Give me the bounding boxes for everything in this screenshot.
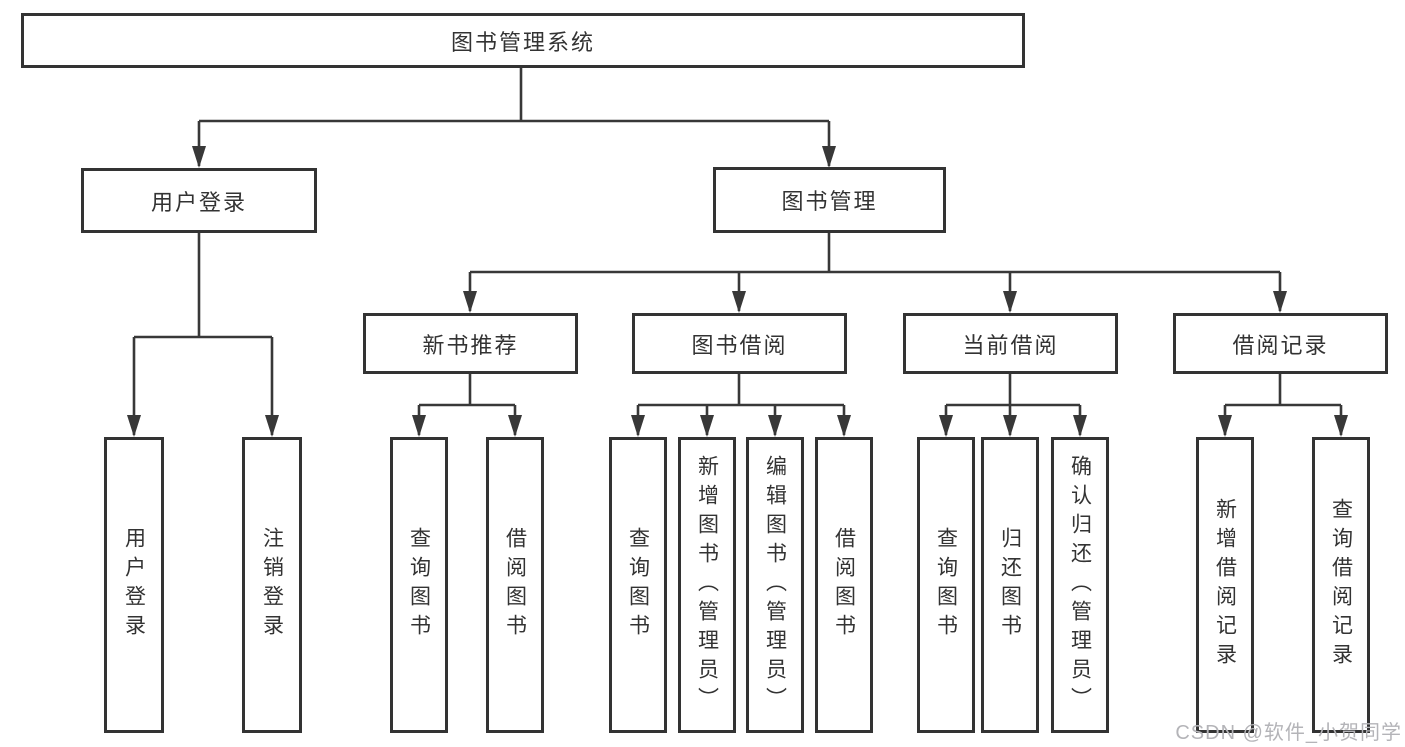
leaf-query-borrow-record: 查询借阅记录 [1312,437,1370,733]
node-new-book-recommend: 新书推荐 [363,313,578,374]
node-book-borrowing-label: 图书借阅 [691,332,788,358]
leaf-return-books-label: 归还图书 [998,527,1022,643]
arrowhead [1003,415,1017,437]
node-current-borrowing-label: 当前借阅 [962,332,1059,358]
leaf-add-borrow-record-label: 新增借阅记录 [1213,498,1237,672]
arrowhead [768,415,782,437]
node-new-book-recommend-label: 新书推荐 [422,332,519,358]
connector-edges [132,68,1343,435]
leaf-recommend-query-books-label: 查询图书 [407,527,431,643]
leaf-borrowing-query-books-label: 查询图书 [626,527,650,643]
arrowheads [127,146,1348,437]
arrowhead [127,415,141,437]
arrowhead [192,146,206,168]
leaf-user-login-label: 用户登录 [122,527,146,643]
arrowhead [700,415,714,437]
arrowhead [463,291,477,313]
leaf-confirm-return-admin: 确认归还（管理员） [1051,437,1109,733]
leaf-user-login: 用户登录 [104,437,164,733]
arrowhead [265,415,279,437]
node-user-login-branch-label: 用户登录 [150,189,247,215]
node-borrowing-records-label: 借阅记录 [1232,332,1329,358]
leaf-edit-book-admin: 编辑图书（管理员） [746,437,804,733]
leaf-recommend-borrow-books: 借阅图书 [486,437,544,733]
node-user-login-branch: 用户登录 [81,168,317,233]
leaf-recommend-borrow-books-label: 借阅图书 [503,527,527,643]
node-current-borrowing: 当前借阅 [903,313,1118,374]
leaf-borrow-books-label: 借阅图书 [832,527,856,643]
arrowhead [732,291,746,313]
arrowhead [1273,291,1287,313]
leaf-borrowing-query-books: 查询图书 [609,437,667,733]
csdn-watermark: CSDN @软件_小贺同学 [1175,722,1402,744]
arrowhead [1334,415,1348,437]
leaf-add-book-admin-label: 新增图书（管理员） [695,454,719,716]
arrowhead [939,415,953,437]
leaf-borrow-books: 借阅图书 [815,437,873,733]
arrowhead [837,415,851,437]
arrowhead [1073,415,1087,437]
leaf-add-book-admin: 新增图书（管理员） [678,437,736,733]
node-book-borrowing: 图书借阅 [632,313,847,374]
arrowhead [1218,415,1232,437]
node-book-management-branch: 图书管理 [713,167,946,233]
leaf-query-borrow-record-label: 查询借阅记录 [1329,498,1353,672]
leaf-confirm-return-admin-label: 确认归还（管理员） [1068,454,1092,716]
leaf-return-books: 归还图书 [981,437,1039,733]
arrowhead [412,415,426,437]
leaf-edit-book-admin-label: 编辑图书（管理员） [763,454,787,716]
arrowhead [1003,291,1017,313]
leaf-recommend-query-books: 查询图书 [390,437,448,733]
leaf-add-borrow-record: 新增借阅记录 [1196,437,1254,733]
arrowhead [508,415,522,437]
node-root-label: 图书管理系统 [450,29,595,55]
arrowhead [631,415,645,437]
leaf-current-query-books-label: 查询图书 [934,527,958,643]
leaf-logout-label: 注销登录 [260,527,284,643]
node-borrowing-records: 借阅记录 [1173,313,1388,374]
node-book-management-branch-label: 图书管理 [781,189,878,214]
arrowhead [822,146,836,168]
leaf-current-query-books: 查询图书 [917,437,975,733]
leaf-logout: 注销登录 [242,437,302,733]
node-root: 图书管理系统 [21,13,1025,68]
